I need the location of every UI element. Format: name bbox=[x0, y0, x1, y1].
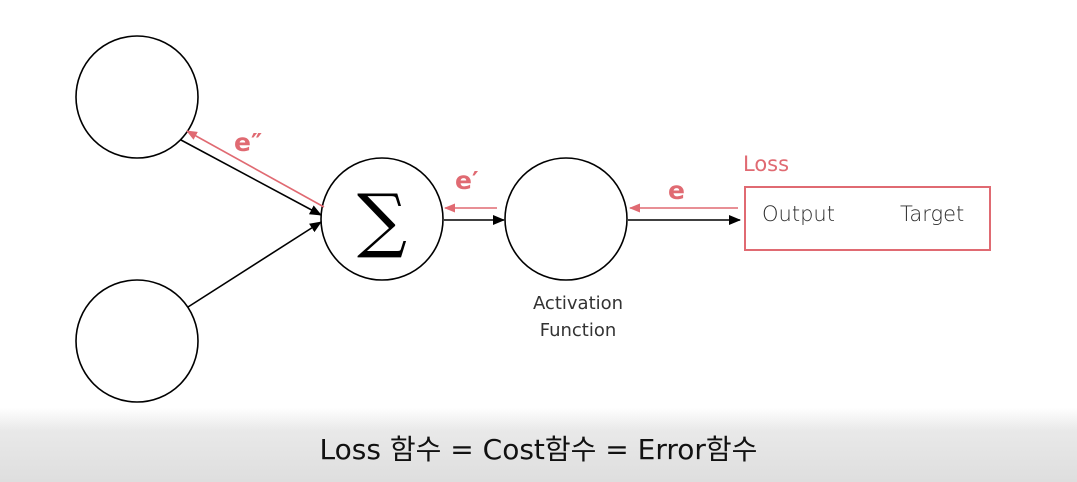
target-label: Target bbox=[900, 202, 965, 226]
error-label-e: e bbox=[668, 176, 685, 205]
activation-function-label: Activation Function bbox=[508, 290, 648, 344]
input-node-top bbox=[75, 35, 199, 159]
error-arrow-e-double-prime bbox=[186, 130, 325, 208]
loss-title: Loss bbox=[743, 152, 790, 176]
loss-box bbox=[744, 186, 991, 251]
edge-input-top-to-sum bbox=[180, 139, 322, 216]
output-label: Output bbox=[762, 202, 835, 226]
activation-node bbox=[504, 157, 628, 281]
error-label-e-prime: e′ bbox=[455, 166, 479, 195]
sum-node bbox=[320, 157, 444, 281]
input-node-bottom bbox=[75, 279, 199, 403]
sum-symbol: ∑ bbox=[357, 179, 407, 261]
activation-label-line1: Activation bbox=[532, 293, 624, 314]
error-label-e-double-prime: e″ bbox=[234, 128, 263, 157]
edge-input-bottom-to-sum bbox=[187, 221, 322, 308]
subtitle-band bbox=[0, 408, 1077, 482]
activation-label-line2: Function bbox=[539, 320, 617, 341]
subtitle-caption: Loss 함수 = Cost함수 = Error함수 bbox=[319, 433, 758, 466]
